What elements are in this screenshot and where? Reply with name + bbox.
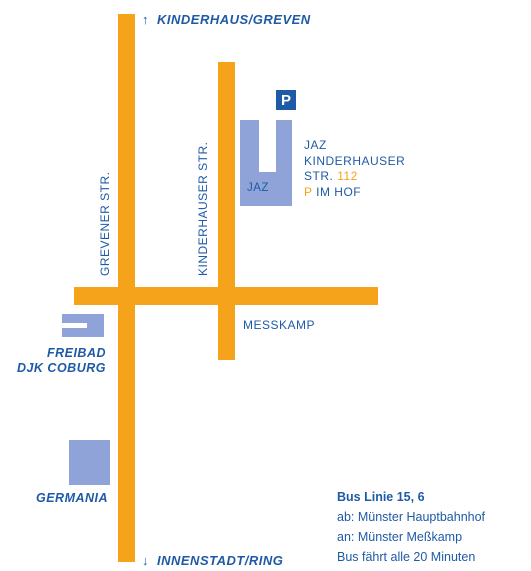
freibad-label-line1: FREIBAD [46,346,106,360]
jaz-building-label: JAZ [247,182,269,194]
kinderhauser-strasse-label: KINDERHAUSER STR. [196,141,210,276]
arrow-up-icon: ↑ [142,12,149,27]
parking-icon: P [276,90,296,110]
south-direction-label: INNENSTADT/RING [157,553,284,568]
jaz-address-line3: STR. 112 [304,169,405,185]
house-number: 112 [337,169,358,183]
bus-info-to: an: Münster Meßkamp [337,530,463,544]
freibad-building-top [62,314,104,323]
messkamp-label: MESSKAMP [243,318,316,332]
jaz-building-base [240,172,292,206]
bus-info-frequency: Bus fährt alle 20 Minuten [337,550,476,564]
bus-info-from: ab: Münster Hauptbahnhof [337,510,486,524]
germania-building [69,440,110,485]
street-abbrev: STR. [304,169,334,183]
south-direction: ↓ INNENSTADT/RING [142,553,283,568]
north-direction: ↑ KINDERHAUS/GREVEN [142,12,311,27]
jaz-address: JAZ KINDERHAUSER STR. 112 P IM HOF [304,138,405,200]
germania-label: GERMANIA [36,491,109,505]
jaz-address-line2: KINDERHAUSER [304,153,406,168]
parking-note-symbol: P [304,184,313,199]
messkamp-road [74,287,378,305]
kinderhauser-strasse-road [218,62,235,360]
freibad-label-line2: DJK COBURG [16,361,106,375]
parking-symbol: P [280,91,291,109]
freibad-building-right [87,314,104,337]
jaz-parking-note: P IM HOF [304,185,405,201]
freibad-building-bottom [62,328,104,337]
north-direction-label: KINDERHAUS/GREVEN [157,12,311,27]
bus-info: Bus Linie 15, 6 ab: Münster Hauptbahnhof… [337,487,485,567]
arrow-down-icon: ↓ [142,553,149,568]
parking-note-text: IM HOF [316,184,362,199]
bus-info-title: Bus Linie 15, 6 [337,490,425,504]
freibad-label: FREIBAD DJK COBURG [16,346,106,376]
jaz-address-line1: JAZ [304,138,327,152]
grevener-strasse-label: GREVENER STR. [98,171,112,276]
